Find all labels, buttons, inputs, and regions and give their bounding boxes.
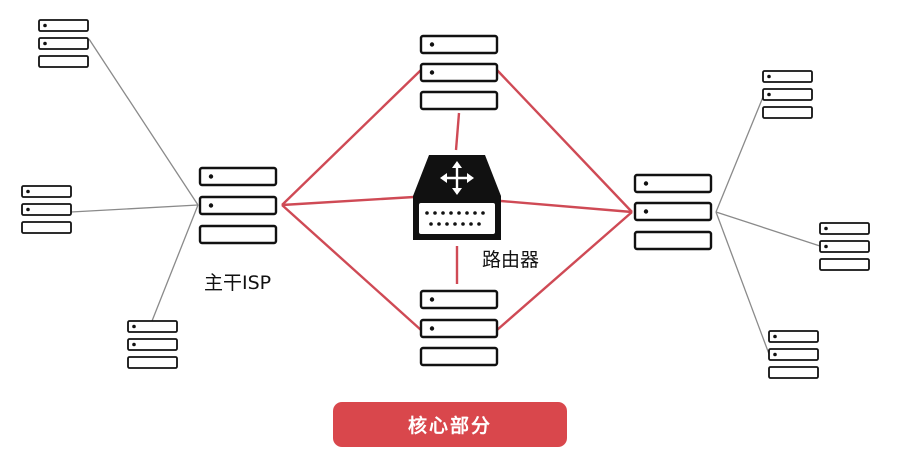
server-edge: [21, 185, 72, 234]
server-edge: [768, 330, 819, 379]
backbone-isp-label: 主干ISP: [204, 272, 272, 294]
server-edge: [819, 222, 870, 271]
server-right-hub: [633, 173, 713, 251]
server-edge: [762, 70, 813, 119]
edge-link: [715, 96, 764, 213]
core-link: [496, 211, 633, 331]
router-icon: [413, 155, 501, 240]
edge-link: [70, 204, 199, 213]
edge-link: [715, 211, 770, 355]
router-label: 路由器: [482, 249, 540, 271]
core-part-button[interactable]: 核心部分: [333, 402, 567, 447]
server-core-top: [419, 34, 499, 111]
server-backbone-isp: [198, 166, 278, 245]
core-link: [454, 112, 461, 151]
edge-link: [88, 38, 199, 206]
core-link: [281, 69, 422, 206]
server-core-bottom: [419, 289, 499, 367]
edge-link: [151, 204, 199, 322]
core-link: [496, 69, 633, 213]
edge-link: [715, 211, 821, 247]
core-link: [281, 204, 422, 331]
server-edge: [127, 320, 178, 369]
core-link: [500, 199, 633, 214]
core-link: [281, 195, 415, 207]
server-edge: [38, 19, 89, 68]
